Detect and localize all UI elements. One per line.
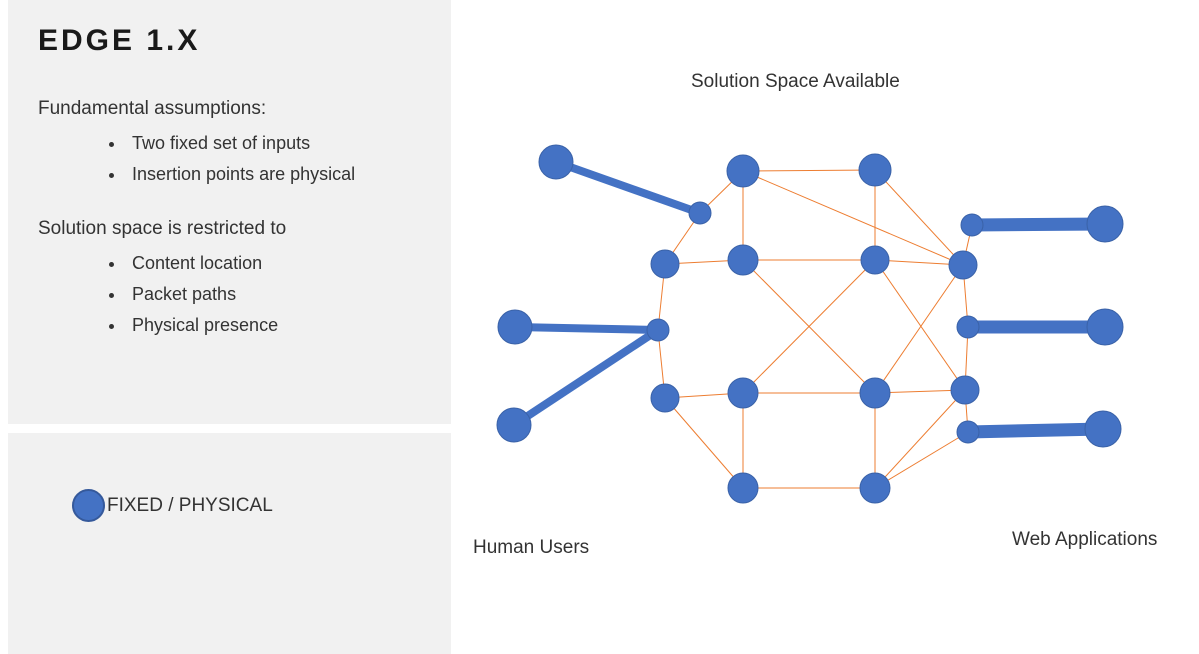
mesh-node <box>859 472 891 504</box>
mesh-small-node <box>960 213 984 237</box>
legend-panel: FIXED / PHYSICAL <box>8 433 451 654</box>
web-app-node <box>1084 410 1122 448</box>
info-panel: EDGE 1.X Fundamental assumptions: Two fi… <box>8 0 451 424</box>
mesh-node <box>860 245 890 275</box>
human-user-node <box>496 407 532 443</box>
mesh-small-node <box>688 201 712 225</box>
link-edge <box>971 217 1106 232</box>
list-item-assumption-2: Insertion points are physical <box>126 159 451 190</box>
list-item-solution-1: Content location <box>126 248 451 279</box>
mesh-node <box>726 154 760 188</box>
mesh-small-node <box>956 420 980 444</box>
web-app-node <box>1086 205 1124 243</box>
mesh-node <box>950 375 980 405</box>
mesh-node <box>650 383 680 413</box>
mesh-edge <box>742 259 876 394</box>
mesh-node <box>727 244 759 276</box>
link-edge <box>967 422 1104 439</box>
slide-title: EDGE 1.X <box>38 24 201 57</box>
human-user-node <box>497 309 533 345</box>
mesh-small-node <box>956 315 980 339</box>
mesh-node <box>727 472 759 504</box>
mesh-edge <box>874 431 969 489</box>
mesh-edge <box>874 169 964 266</box>
web-app-node <box>1086 308 1124 346</box>
mesh-edge <box>874 389 966 489</box>
mesh-edge <box>874 259 966 391</box>
mesh-edge <box>664 397 744 489</box>
legend-label: FIXED / PHYSICAL <box>107 495 273 516</box>
human-user-node <box>538 144 574 180</box>
solution-list: Content location Packet paths Physical p… <box>8 248 451 341</box>
label-human-users: Human Users <box>473 537 590 558</box>
list-item-solution-3: Physical presence <box>126 310 451 341</box>
mesh-edge <box>874 259 964 266</box>
diagram-title: Solution Space Available <box>691 71 900 92</box>
fixed-physical-circle-icon <box>72 489 105 522</box>
mesh-node <box>727 377 759 409</box>
mesh-node <box>650 249 680 279</box>
mesh-edge <box>742 170 964 266</box>
list-item-solution-2: Packet paths <box>126 279 451 310</box>
list-item-assumption-1: Two fixed set of inputs <box>126 128 451 159</box>
assumptions-list: Two fixed set of inputs Insertion points… <box>8 128 451 190</box>
mesh-small-node <box>646 318 670 342</box>
mesh-node <box>948 250 978 280</box>
mesh-edge <box>742 169 876 172</box>
mesh-node <box>858 153 892 187</box>
mesh-node <box>859 377 891 409</box>
link-edge <box>554 158 702 217</box>
assumptions-heading: Fundamental assumptions: <box>38 98 267 119</box>
link-edge <box>514 323 659 334</box>
link-edge <box>511 326 661 429</box>
label-web-applications: Web Applications <box>1012 529 1158 550</box>
solution-heading: Solution space is restricted to <box>38 218 287 239</box>
mesh-edge <box>874 264 964 394</box>
